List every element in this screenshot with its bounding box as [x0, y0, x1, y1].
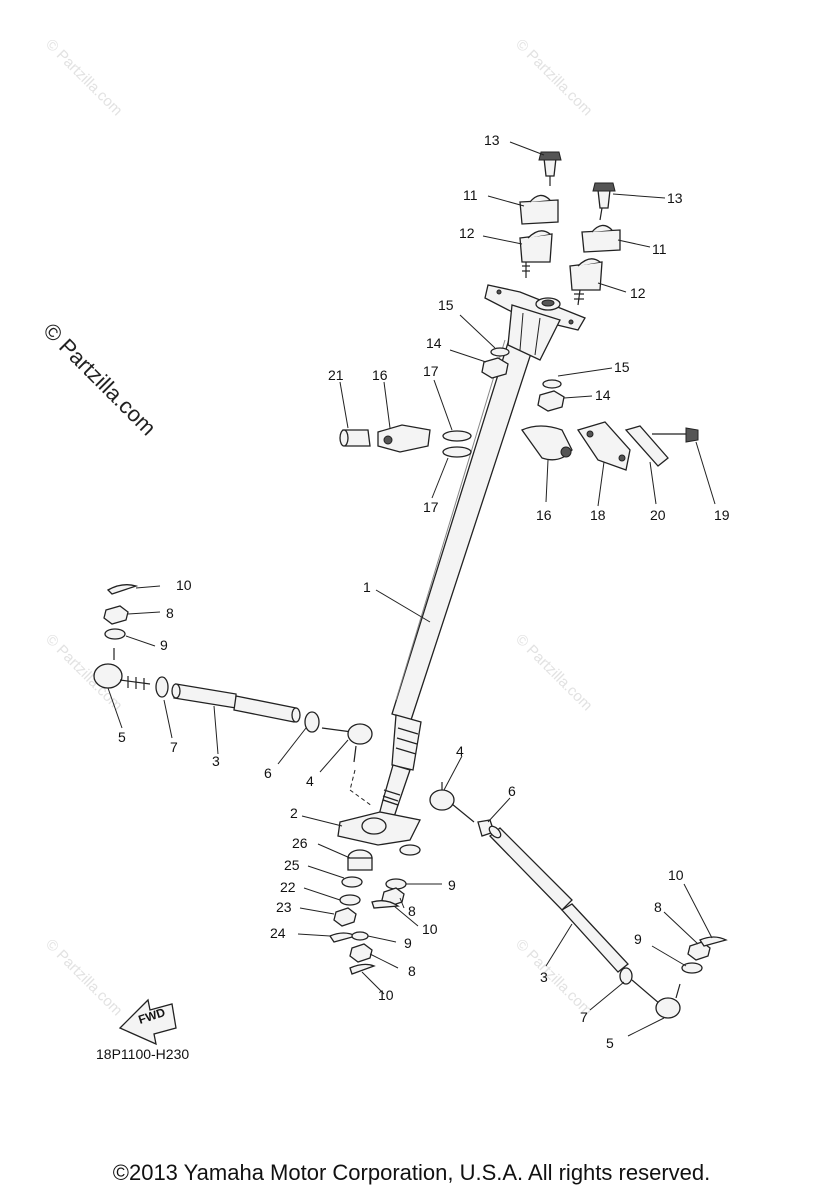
callout-9: 9 [160, 637, 168, 653]
diagram-code: 18P1100-H230 [96, 1046, 189, 1062]
exploded-view: © Partzilla.com © Partzilla.com © Partzi… [38, 36, 730, 1062]
callout-1: 1 [363, 579, 371, 595]
fwd-arrow-icon: FWD [118, 998, 177, 1046]
callout-19: 19 [714, 507, 730, 523]
callout-20: 20 [650, 507, 666, 523]
callout-12: 12 [459, 225, 475, 241]
callout-25: 25 [284, 857, 300, 873]
callout-6: 6 [508, 783, 516, 799]
callout-15: 15 [614, 359, 630, 375]
steering-column [378, 284, 586, 821]
callout-12: 12 [630, 285, 646, 301]
watermark: © Partzilla.com [512, 936, 595, 1019]
callout-16: 16 [536, 507, 552, 523]
callout-9: 9 [634, 931, 642, 947]
callout-18: 18 [590, 507, 606, 523]
left-tie-rod [93, 584, 373, 763]
callout-26: 26 [292, 835, 308, 851]
callout-2: 2 [290, 805, 298, 821]
callout-10: 10 [668, 867, 684, 883]
callout-5: 5 [118, 729, 126, 745]
callout-8: 8 [654, 899, 662, 915]
callout-23: 23 [276, 899, 292, 915]
watermark: © Partzilla.com [42, 36, 125, 119]
pitman-arm-assembly [329, 769, 421, 975]
leader-lines [107, 141, 716, 1037]
right-tie-rod [429, 782, 728, 1019]
callout-10: 10 [378, 987, 394, 1003]
callout-3: 3 [540, 969, 548, 985]
callout-4: 4 [306, 773, 314, 789]
callout-24: 24 [270, 925, 286, 941]
callout-9: 9 [404, 935, 412, 951]
callout-13: 13 [667, 190, 683, 206]
callout-17: 17 [423, 499, 439, 515]
callout-10: 10 [176, 577, 192, 593]
column-holder-parts [339, 421, 699, 471]
watermark: © Partzilla.com [512, 36, 595, 119]
callout-10: 10 [422, 921, 438, 937]
watermark-main: © Partzilla.com [38, 318, 161, 441]
callout-14: 14 [426, 335, 442, 351]
callout-3: 3 [212, 753, 220, 769]
callout-11: 11 [652, 241, 667, 257]
callout-14: 14 [595, 387, 611, 403]
callout-21: 21 [328, 367, 344, 383]
callout-17: 17 [423, 363, 439, 379]
callout-7: 7 [580, 1009, 588, 1025]
handlebar-clamp-right [569, 182, 621, 306]
callout-5: 5 [606, 1035, 614, 1051]
callout-8: 8 [166, 605, 174, 621]
callout-11: 11 [463, 187, 478, 203]
callout-6: 6 [264, 765, 272, 781]
callout-8: 8 [408, 903, 416, 919]
watermark: © Partzilla.com [42, 936, 125, 1019]
callout-7: 7 [170, 739, 178, 755]
upper-nuts-washers [481, 347, 565, 412]
callout-15: 15 [438, 297, 454, 313]
callouts: 13 13 11 11 12 12 15 15 14 14 21 16 16 1… [118, 132, 730, 1051]
watermark: © Partzilla.com [512, 631, 595, 714]
callout-8: 8 [408, 963, 416, 979]
callout-22: 22 [280, 879, 296, 895]
handlebar-clamp-left [519, 151, 562, 278]
watermarks: © Partzilla.com © Partzilla.com © Partzi… [38, 36, 595, 1019]
callout-13: 13 [484, 132, 500, 148]
callout-4: 4 [456, 743, 464, 759]
callout-9: 9 [448, 877, 456, 893]
callout-16: 16 [372, 367, 388, 383]
copyright-notice: ©2013 Yamaha Motor Corporation, U.S.A. A… [112, 1160, 711, 1185]
